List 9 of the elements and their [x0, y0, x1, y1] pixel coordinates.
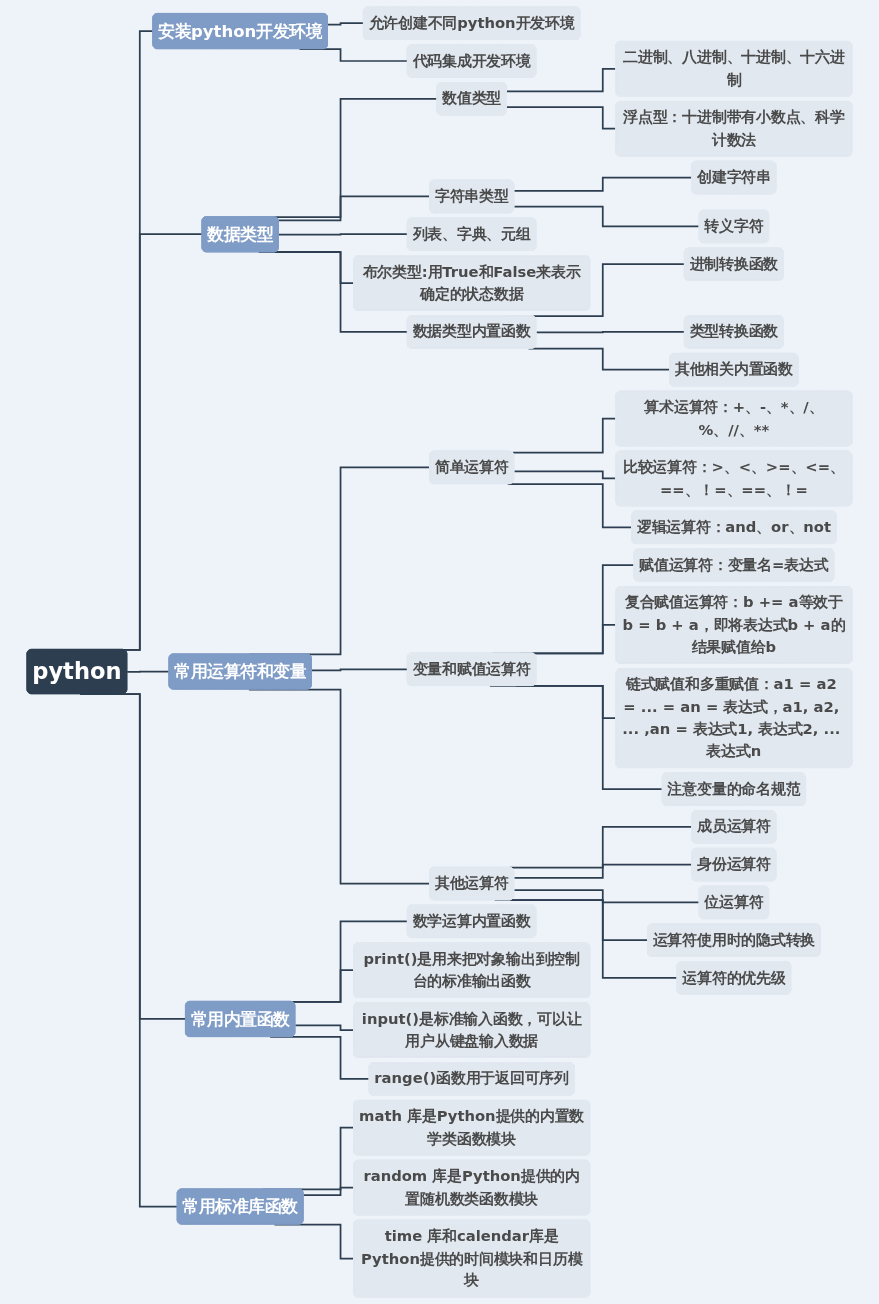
connector	[277, 233, 409, 236]
connector	[310, 668, 409, 672]
connector	[513, 889, 701, 904]
connector	[277, 195, 431, 222]
connector	[327, 22, 365, 26]
connector	[294, 1024, 355, 1032]
connector	[513, 205, 701, 228]
connector	[535, 331, 686, 334]
connector	[302, 1186, 355, 1196]
